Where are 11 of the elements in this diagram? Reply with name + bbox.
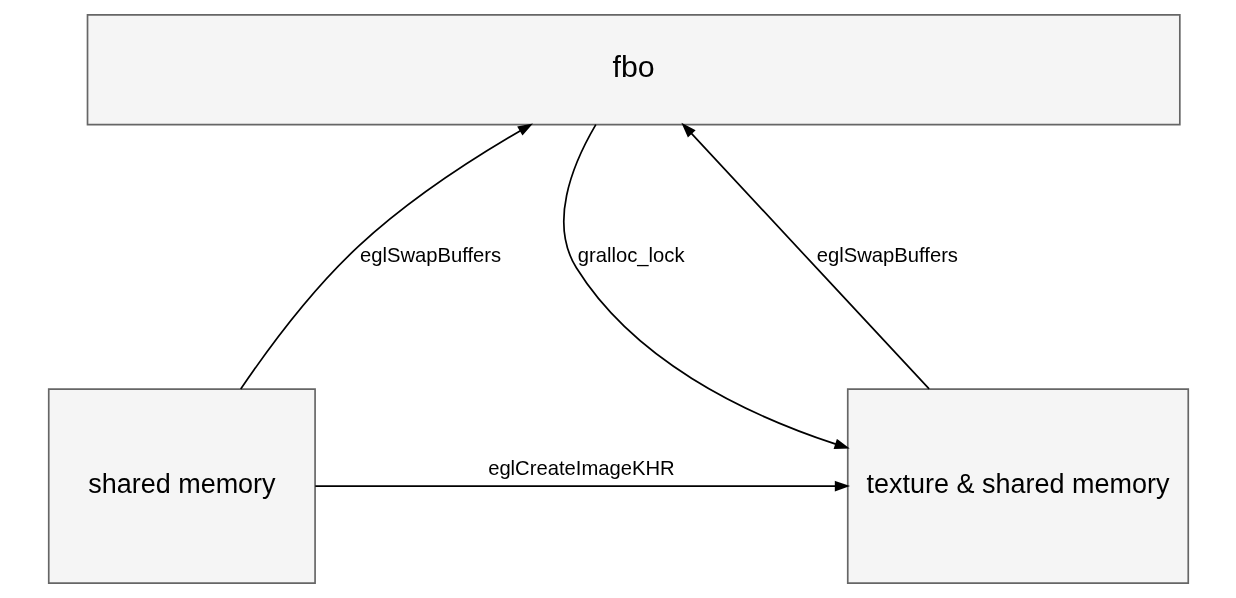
node-box: fbo — [86, 14, 1181, 126]
node-box: texture & shared memory — [846, 388, 1189, 584]
node-box: shared memory — [47, 388, 316, 584]
arrow — [562, 123, 850, 450]
edge-label: eglSwapBuffers — [816, 244, 958, 267]
arrow — [239, 123, 533, 390]
arrow — [680, 122, 930, 390]
arrow — [313, 480, 850, 492]
edge-label: eglSwapBuffers — [359, 244, 501, 267]
edge-label: gralloc_lock — [577, 244, 685, 267]
edge-label: eglCreateImageKHR — [487, 457, 675, 480]
